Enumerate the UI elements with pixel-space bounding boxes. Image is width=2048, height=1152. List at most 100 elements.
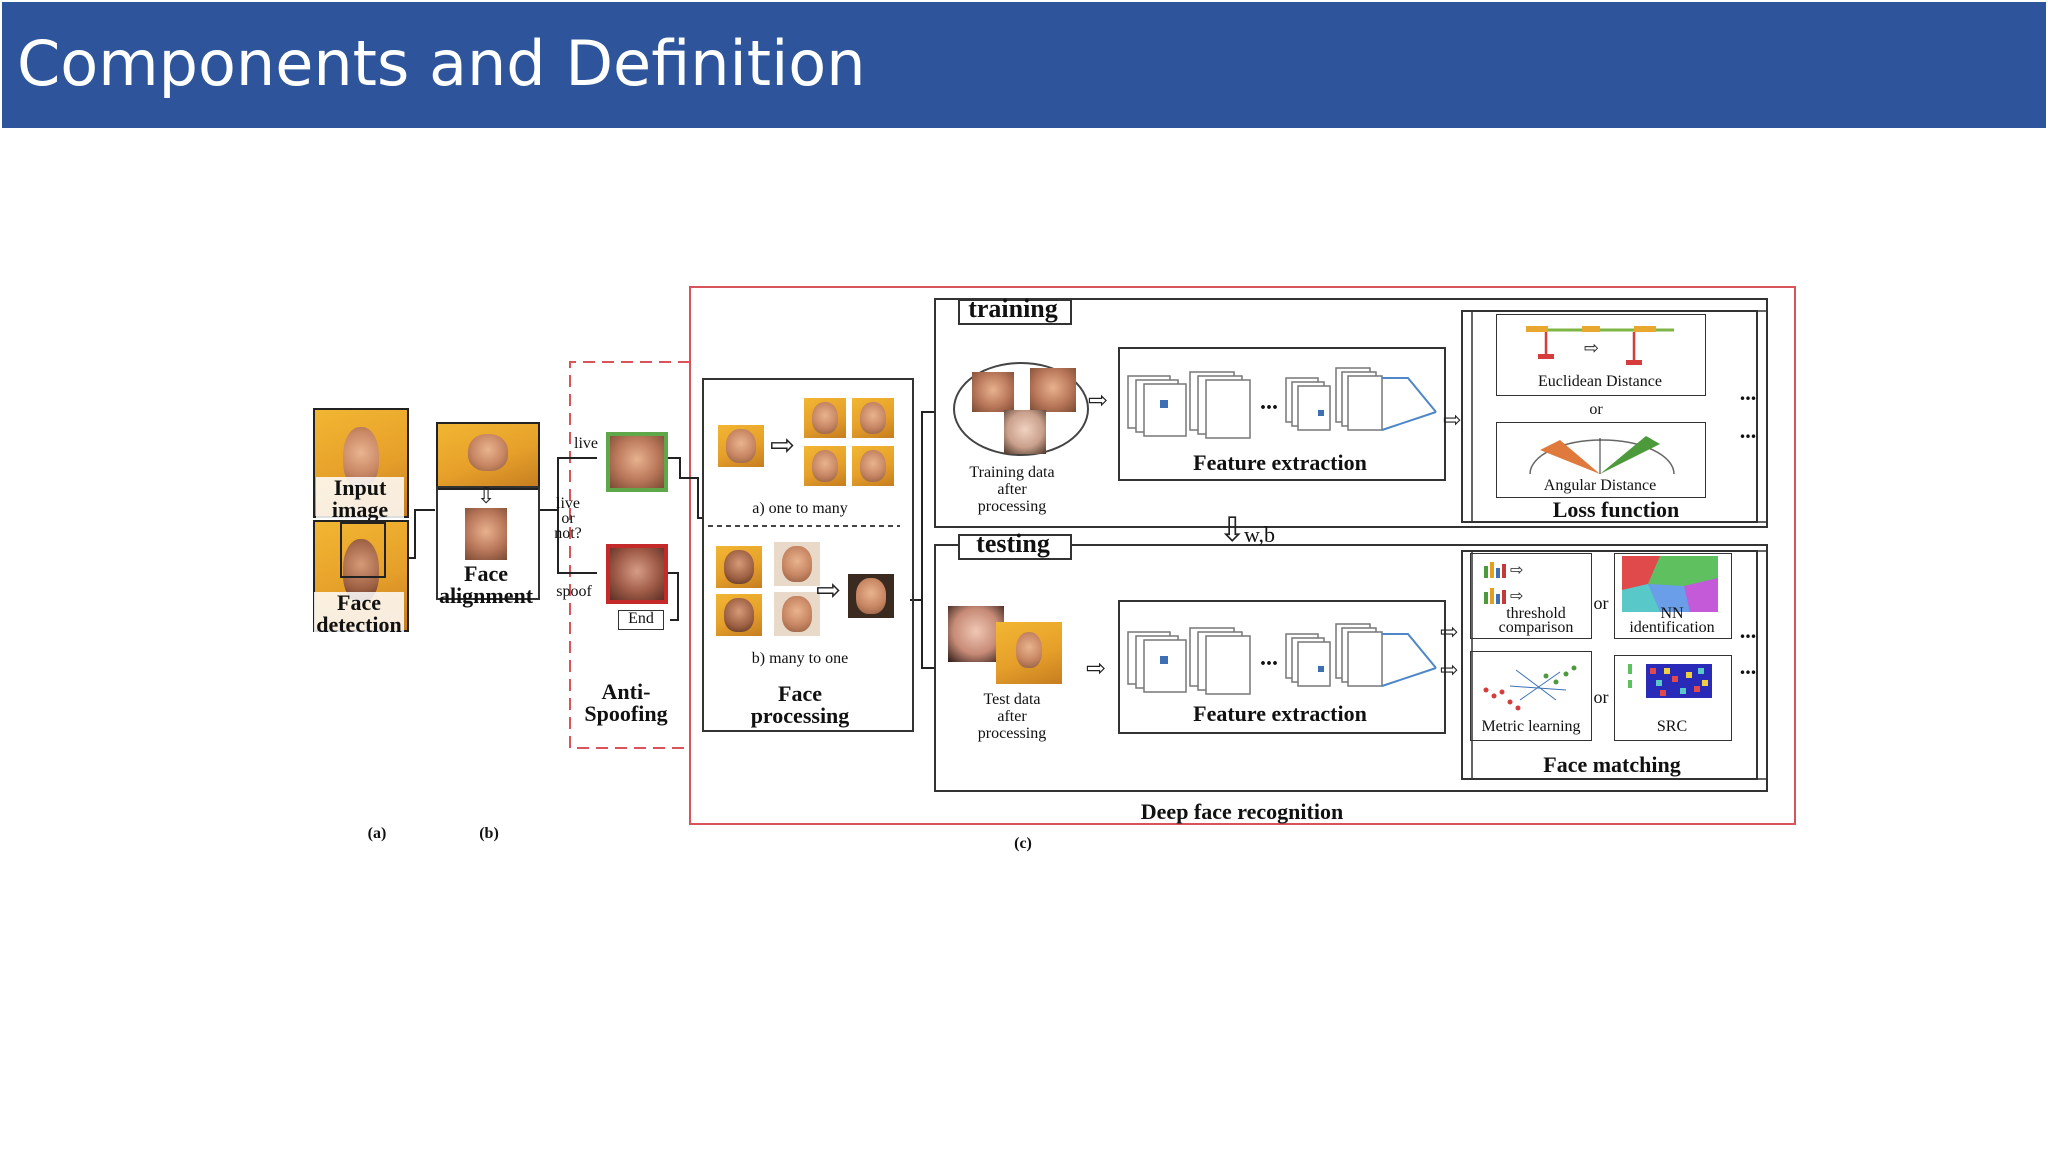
training-title: training [968,294,1058,323]
training-arrow-icon: ⇨ [1088,386,1109,414]
many-to-one-arrow-icon: ⇨ [816,573,842,608]
face-alignment-panel [436,486,540,600]
many-to-one-input-face-2 [774,542,820,586]
training-data-line1: Training data [969,464,1055,481]
one-to-many-arrow-icon: ⇨ [770,428,796,463]
training-tab [958,299,1072,325]
training-data-line3: processing [977,498,1047,515]
matching-or-label-1: or [1593,593,1609,613]
angular-distance-panel [1496,422,1706,498]
loss-function-label: Loss function [1552,497,1680,522]
nn-identification-panel [1614,553,1732,639]
live-or-not-line2: or [561,510,575,527]
training-feature-extraction-panel [1118,347,1446,481]
caption-b: (b) [479,825,499,842]
test-face-1 [948,606,1004,662]
matching-or-label-2: or [1593,687,1609,707]
face-detection-label: Face detection [314,592,404,636]
face-alignment-photo [436,422,540,490]
end-box [618,610,664,630]
training-face-3 [1004,410,1046,454]
face-alignment-label-line1: Face [464,561,508,586]
training-data-line2: after [997,481,1027,498]
training-to-loss-arrow-icon: ⇨ [1443,408,1462,433]
testing-to-matching-arrow-icon-1: ⇨ [1440,620,1459,645]
spoof-label: spoof [556,583,592,600]
nn-line1: NN [1660,605,1684,622]
threshold-comparison-panel [1470,553,1592,639]
wb-down-arrow-icon: ⇩ [1218,510,1247,550]
many-to-one-input-face-3 [716,594,762,636]
input-image-label-line1: Input [333,475,387,500]
face-processing-label: Face processing [736,683,864,727]
euclidean-distance-panel [1496,314,1706,396]
aligned-face [465,508,507,560]
anti-spoofing-label: Anti- Spoofing [576,681,676,725]
spoof-face-photo [606,544,668,604]
face-matching-label: Face matching [1543,752,1681,777]
anti-spoofing-label-line1: Anti- [601,679,651,704]
testing-arrow-icon: ⇨ [1086,654,1107,682]
one-to-many-output-face-1 [804,398,846,438]
live-or-not-line3: not? [554,525,582,542]
testing-to-matching-arrow-icon-2: ⇨ [1440,658,1459,683]
wb-label: w,b [1244,522,1275,547]
live-face-photo [606,432,668,492]
live-or-not-line1: live [556,495,580,512]
test-data-line3: processing [977,725,1047,742]
training-layers-ellipsis: ... [1260,389,1278,415]
threshold-arrow-icon-2: ⇨ [1510,586,1524,605]
angular-distance-label: Angular Distance [1543,477,1657,494]
one-to-many-output-face-3 [804,446,846,486]
one-to-many-output-face-2 [852,398,894,438]
face-alignment-label-line2: alignment [438,583,534,608]
input-image-label-line2: image [331,497,389,522]
training-feature-extraction-label: Feature extraction [1193,450,1367,475]
threshold-line1: threshold [1506,605,1566,622]
testing-layers-ellipsis: ... [1260,645,1278,671]
many-to-one-label: b) many to one [751,650,849,667]
many-to-one-input-face-4 [774,592,820,636]
loss-or-label: or [1589,401,1603,418]
metric-learning-label: Metric learning [1481,718,1581,735]
many-to-one-output-face [848,574,894,618]
nn-identification-label: NN identification [1614,605,1730,636]
deep-face-recognition-label: Deep face recognition [1140,799,1344,824]
input-image-label: Input image [316,477,404,521]
one-to-many-source-face [718,425,764,467]
training-data-label: Training data after processing [950,464,1074,515]
src-panel [1614,655,1732,741]
one-to-many-label: a) one to many [752,500,848,517]
live-or-not-label: live or not? [548,495,588,542]
testing-tab [958,534,1072,560]
align-down-arrow-icon: ⇩ [477,484,496,509]
face-processing-label-line1: Face [778,681,822,706]
test-face-2 [996,622,1062,684]
matching-ellipsis-1: ... [1739,618,1757,643]
one-to-many-output-face-4 [852,446,894,486]
slide-header: Components and Definition [2,2,2046,128]
face-detection-label-line2: detection [316,612,402,637]
face-detection-label-line1: Face [337,590,381,615]
loss-ellipsis-1: ... [1739,380,1757,405]
test-data-label: Test data after processing [950,691,1074,742]
threshold-comparison-label: threshold comparison [1478,605,1594,636]
matching-ellipsis-2: ... [1739,654,1757,679]
threshold-arrow-icon-1: ⇨ [1510,560,1524,579]
face-processing-label-line2: processing [750,703,850,728]
page-title: Components and Definition [17,27,866,100]
nn-line2: identification [1629,619,1715,636]
metric-learning-panel [1470,651,1592,741]
testing-title: testing [976,529,1050,558]
caption-a: (a) [367,825,387,842]
live-label: live [574,435,598,452]
